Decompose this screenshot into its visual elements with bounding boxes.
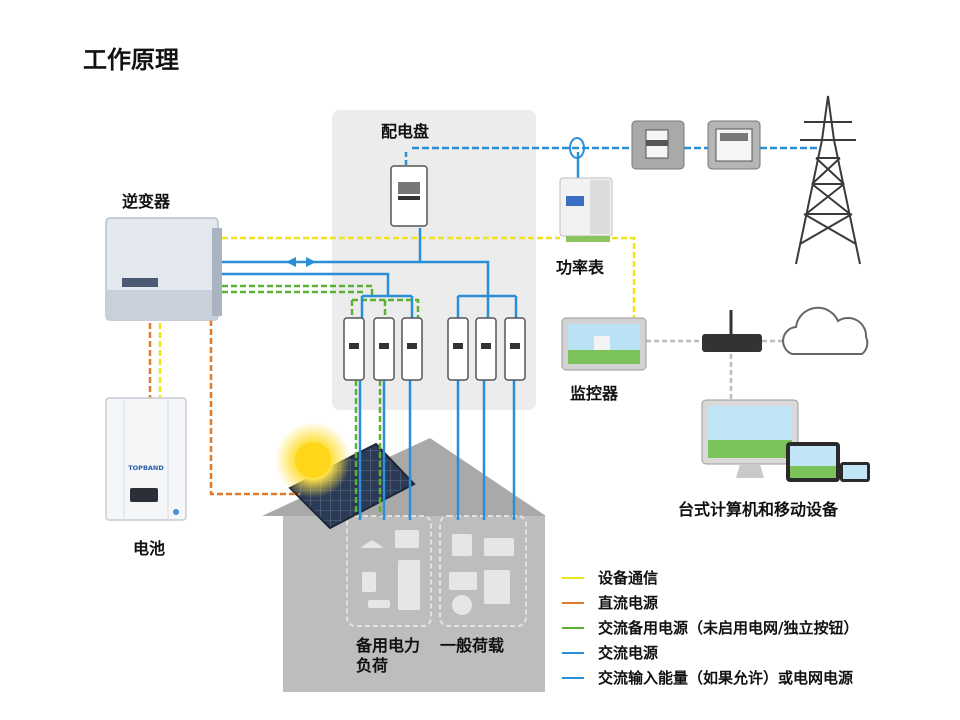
- backup-load-label-line1: 备用电力: [356, 636, 421, 655]
- battery-brand-label: TOPBAND: [128, 464, 164, 472]
- legend-swatch: [562, 577, 584, 579]
- sun-icon: [275, 422, 351, 498]
- battery-label: 电池: [133, 539, 166, 558]
- legend-swatch: [562, 627, 584, 629]
- phone-icon: [840, 462, 870, 482]
- breaker-icon: [343, 317, 526, 381]
- power-meter-icon: [559, 177, 613, 242]
- legend-label: 交流输入能量（如果允许）或电网电源: [598, 669, 854, 687]
- legend-label: 设备通信: [598, 569, 659, 587]
- inverter-label: 逆变器: [122, 192, 171, 211]
- battery-icon: TOPBAND: [105, 397, 187, 521]
- devices-label: 台式计算机和移动设备: [678, 500, 839, 519]
- panel-label: 配电盘: [381, 122, 430, 141]
- grid-meter-icon: [631, 120, 761, 170]
- legend-swatch: [562, 602, 584, 604]
- tablet-icon: [786, 442, 840, 482]
- backup-load-label-line2: 负荷: [356, 656, 389, 675]
- legend-item: 设备通信: [560, 566, 950, 591]
- legend-swatch: [562, 652, 584, 654]
- legend: 设备通信 直流电源 交流备用电源（未启用电网/独立按钮） 交流电源 交流输入能量…: [560, 566, 950, 691]
- legend-label: 交流电源: [598, 644, 659, 662]
- panel-box-icon: [390, 165, 428, 227]
- inverter-icon: [105, 217, 222, 321]
- transmission-tower-icon: [795, 95, 861, 265]
- appliance-icon: [360, 530, 514, 615]
- desktop-icon: [701, 399, 799, 478]
- general-load-label: 一般荷载: [440, 636, 505, 655]
- monitor-icon: [561, 317, 647, 371]
- router-icon: [702, 310, 762, 352]
- legend-item: 交流输入能量（如果允许）或电网电源: [560, 666, 950, 691]
- monitor-label: 监控器: [570, 384, 619, 403]
- legend-label: 交流备用电源（未启用电网/独立按钮）: [598, 619, 859, 637]
- legend-item: 交流电源: [560, 641, 950, 666]
- meter-label: 功率表: [556, 258, 605, 277]
- cloud-icon: [782, 306, 869, 355]
- legend-item: 直流电源: [560, 591, 950, 616]
- legend-swatch: [562, 677, 584, 679]
- page-title: 工作原理: [83, 46, 179, 74]
- legend-item: 交流备用电源（未启用电网/独立按钮）: [560, 616, 950, 641]
- legend-label: 直流电源: [598, 594, 659, 612]
